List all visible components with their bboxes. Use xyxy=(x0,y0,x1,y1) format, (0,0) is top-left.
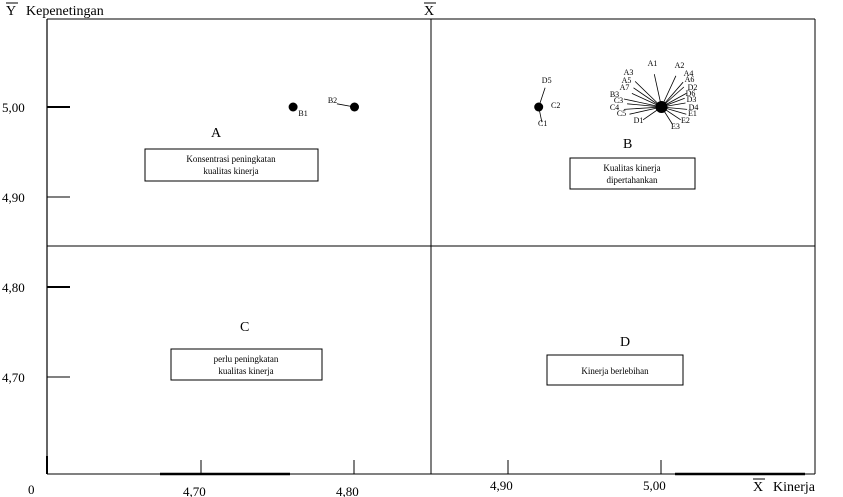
point-leader-line xyxy=(661,81,684,108)
data-point-label: D6 xyxy=(686,89,696,98)
data-point-label: D1 xyxy=(634,116,644,125)
point-leader-line xyxy=(661,102,686,108)
y-axis-symbol: Y xyxy=(6,4,16,19)
data-point-label: A4 xyxy=(684,69,694,78)
point-leader-line xyxy=(661,75,677,108)
quadrant-b-box xyxy=(569,157,696,190)
x-origin-label: 0 xyxy=(28,482,35,497)
data-point-label: E1 xyxy=(688,109,697,118)
point-leader-line xyxy=(661,106,681,121)
data-point-label: B2 xyxy=(328,96,337,105)
point-leader-line xyxy=(661,97,685,108)
y-tick-label: 5,00 xyxy=(2,100,25,115)
x-tick-label: 4,70 xyxy=(183,484,206,497)
data-point-label: C2 xyxy=(551,101,560,110)
quadrant-a-letter: A xyxy=(211,126,222,141)
quadrant-a-text: Konsentrasi peningkatan xyxy=(186,154,276,164)
point-leader-line xyxy=(631,93,662,108)
x-axis-symbol: X xyxy=(753,480,763,495)
y-tick-label: 4,90 xyxy=(2,190,25,205)
x-tick-label: 4,90 xyxy=(490,478,513,493)
point-leader-line xyxy=(634,81,662,108)
point-leader-line xyxy=(661,86,685,108)
data-point-label: A3 xyxy=(624,68,634,77)
data-point-label: C1 xyxy=(538,119,547,128)
y-tick-label: 4,70 xyxy=(2,370,25,385)
data-point xyxy=(350,102,359,112)
point-leader-line xyxy=(623,106,662,110)
data-point-label: C5 xyxy=(617,109,626,118)
quadrant-d-text: Kinerja berlebihan xyxy=(581,366,649,376)
data-point-label: A7 xyxy=(620,83,630,92)
mean-line-label: X xyxy=(424,4,434,19)
point-leader-line xyxy=(661,106,674,125)
data-point-label: B3 xyxy=(610,90,619,99)
quadrant-c-letter: C xyxy=(240,320,249,335)
quadrant-b-text: dipertahankan xyxy=(607,175,658,185)
quadrant-d-letter: D xyxy=(620,335,630,350)
point-leader-line xyxy=(633,87,662,108)
data-point-label: A6 xyxy=(685,75,695,84)
point-leader-line xyxy=(661,93,687,108)
quadrant-a-text: kualitas kinerja xyxy=(203,166,258,176)
data-point-label: D3 xyxy=(687,95,697,104)
point-leader-line xyxy=(629,106,662,115)
point-leader-line xyxy=(538,87,546,108)
point-leader-line xyxy=(623,98,662,108)
quadrant-d-box xyxy=(546,354,684,386)
data-point-label: C3 xyxy=(614,96,623,105)
data-point-label: A1 xyxy=(648,59,658,68)
quadrant-c-text: kualitas kinerja xyxy=(218,366,273,376)
data-point-label: C4 xyxy=(610,103,619,112)
y-axis-title: Kepenetingan xyxy=(26,4,104,19)
quadrant-c-box xyxy=(170,348,323,381)
data-point xyxy=(288,102,298,112)
quadrant-a-box xyxy=(144,148,319,182)
x-tick-label: 4,80 xyxy=(336,484,359,497)
point-leader-line xyxy=(642,106,662,121)
data-point-label: E2 xyxy=(681,116,690,125)
x-axis-title: Kinerja xyxy=(773,480,816,495)
quadrant-b-letter: B xyxy=(623,137,632,152)
data-point-label: A5 xyxy=(622,76,632,85)
quadrant-c-text: perlu peningkatan xyxy=(214,354,279,364)
point-leader-line xyxy=(627,103,662,108)
x-tick-label: 5,00 xyxy=(643,478,666,493)
data-point-label: E3 xyxy=(671,122,680,131)
quadrant-b-text: Kualitas kinerja xyxy=(603,163,660,173)
data-point-label: D5 xyxy=(542,76,552,85)
point-leader-line xyxy=(661,106,688,110)
y-tick-label: 4,80 xyxy=(2,280,25,295)
data-point-label: A2 xyxy=(675,61,685,70)
data-point-label: D2 xyxy=(688,83,698,92)
data-point-label: B1 xyxy=(298,109,307,118)
data-point-label: D4 xyxy=(689,103,699,112)
point-leader-line xyxy=(661,106,687,115)
